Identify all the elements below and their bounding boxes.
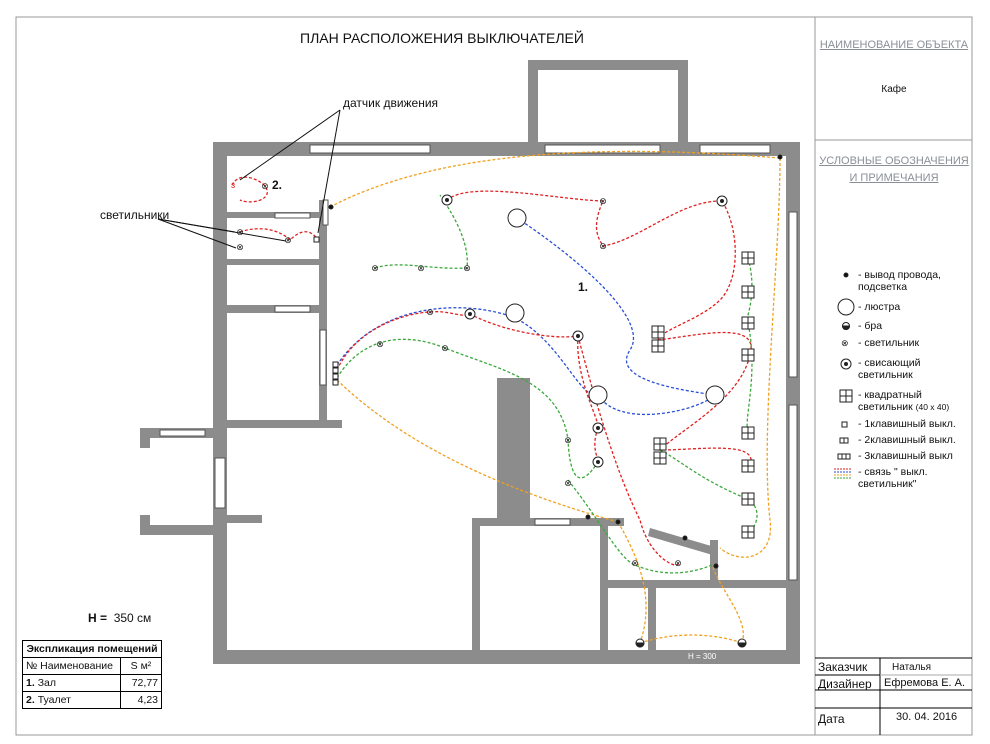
walls [140, 60, 800, 664]
legend-symbols: ⊗ [834, 272, 855, 479]
row-area: 4,23 [120, 691, 162, 709]
svg-text:⊗: ⊗ [426, 308, 434, 318]
legend-item-sconce: - бра [858, 320, 883, 332]
windows [159, 144, 798, 581]
legend-item-light: - светильник [858, 337, 920, 349]
date-label: Дата [818, 712, 845, 726]
row-name: Туалет [37, 694, 71, 706]
svg-text:⊗: ⊗ [261, 182, 269, 192]
svg-text:⊗: ⊗ [564, 479, 572, 489]
legend-item-square-light-text: - квадратный светильник [858, 389, 922, 413]
small-height-label: H = 300 [688, 652, 717, 661]
svg-text:⊗: ⊗ [371, 264, 379, 274]
room-2-label: 2. [272, 178, 283, 192]
table-row: 2. Туалет 4,23 [22, 691, 162, 709]
room-1-label: 1. [578, 280, 589, 294]
row-name: Зал [37, 677, 56, 689]
svg-text:⊗: ⊗ [236, 243, 244, 253]
ceiling-height: H = 350 см [88, 611, 151, 625]
svg-text:⊗: ⊗ [674, 559, 682, 569]
customer-label: Заказчик [818, 660, 868, 674]
row-area: 72,77 [120, 674, 162, 692]
plan-title: ПЛАН РАСПОЛОЖЕНИЯ ВЫКЛЮЧАТЕЛЕЙ [300, 30, 584, 46]
legend-item-square-light-note: (40 х 40) [915, 402, 950, 412]
lights-label: светильники [100, 208, 170, 222]
row-no: 2. [26, 694, 35, 706]
legend-item-chandelier: - люстра [858, 301, 901, 313]
legend-header: УСЛОВНЫЕ ОБОЗНАЧЕНИЯ И ПРИМЕЧАНИЯ [819, 155, 969, 184]
table-row: 1. Зал 72,77 [22, 674, 162, 692]
explication-col-area: S м² [120, 657, 162, 675]
svg-text:⊗: ⊗ [841, 338, 849, 348]
svg-text:⊗: ⊗ [417, 264, 425, 274]
svg-text:⊗: ⊗ [631, 559, 639, 569]
svg-text:ɜ: ɜ [231, 180, 235, 190]
object-name: Кафе [881, 84, 907, 95]
legend-item-switch-3: - 3клавишный выкл [858, 450, 953, 462]
fixtures: ⊗⊗ ⊗⊗⊗ ⊗⊗⊗ ⊗⊗ ⊗⊗ ⊗⊗⊗ ⊗ ɜ [231, 154, 783, 648]
date-value: 30. 04. 2016 [896, 711, 958, 723]
svg-text:⊗: ⊗ [441, 344, 449, 354]
object-header: НАИМЕНОВАНИЕ ОБЪЕКТА [819, 39, 969, 51]
explication-title: Экспликация помещений [22, 640, 162, 658]
designer-value: Ефремова Е. А. [884, 677, 966, 689]
legend-item-switch-2: - 2клавишный выкл. [858, 434, 956, 446]
ceiling-height-label: H = [88, 611, 108, 625]
svg-text:⊗: ⊗ [564, 436, 572, 446]
explication-col-no: № Наименование [22, 657, 121, 675]
svg-text:⊗: ⊗ [284, 236, 292, 246]
svg-text:⊗: ⊗ [599, 197, 607, 207]
row-no: 1. [26, 677, 35, 689]
ceiling-height-value: 350 см [113, 611, 152, 625]
explication-table: Экспликация помещений № Наименование S м… [22, 640, 162, 709]
motion-sensor-label: датчик движения [343, 96, 439, 110]
svg-text:⊗: ⊗ [463, 264, 471, 274]
legend-item-pendant: - свисающий светильник [858, 357, 921, 381]
svg-text:⊗: ⊗ [376, 340, 384, 350]
legend-item-square-light: - квадратный светильник (40 х 40) [858, 389, 970, 413]
legend-item-wire-output: - вывод провода, подсветка [858, 269, 941, 293]
svg-text:⊗: ⊗ [599, 242, 607, 252]
legend-item-switch-1: - 1клавишный выкл. [858, 418, 956, 430]
designer-label: Дизайнер [818, 677, 872, 691]
customer-value: Наталья [892, 662, 932, 673]
legend-item-connection: - связь " выкл. светильник" [858, 466, 928, 490]
